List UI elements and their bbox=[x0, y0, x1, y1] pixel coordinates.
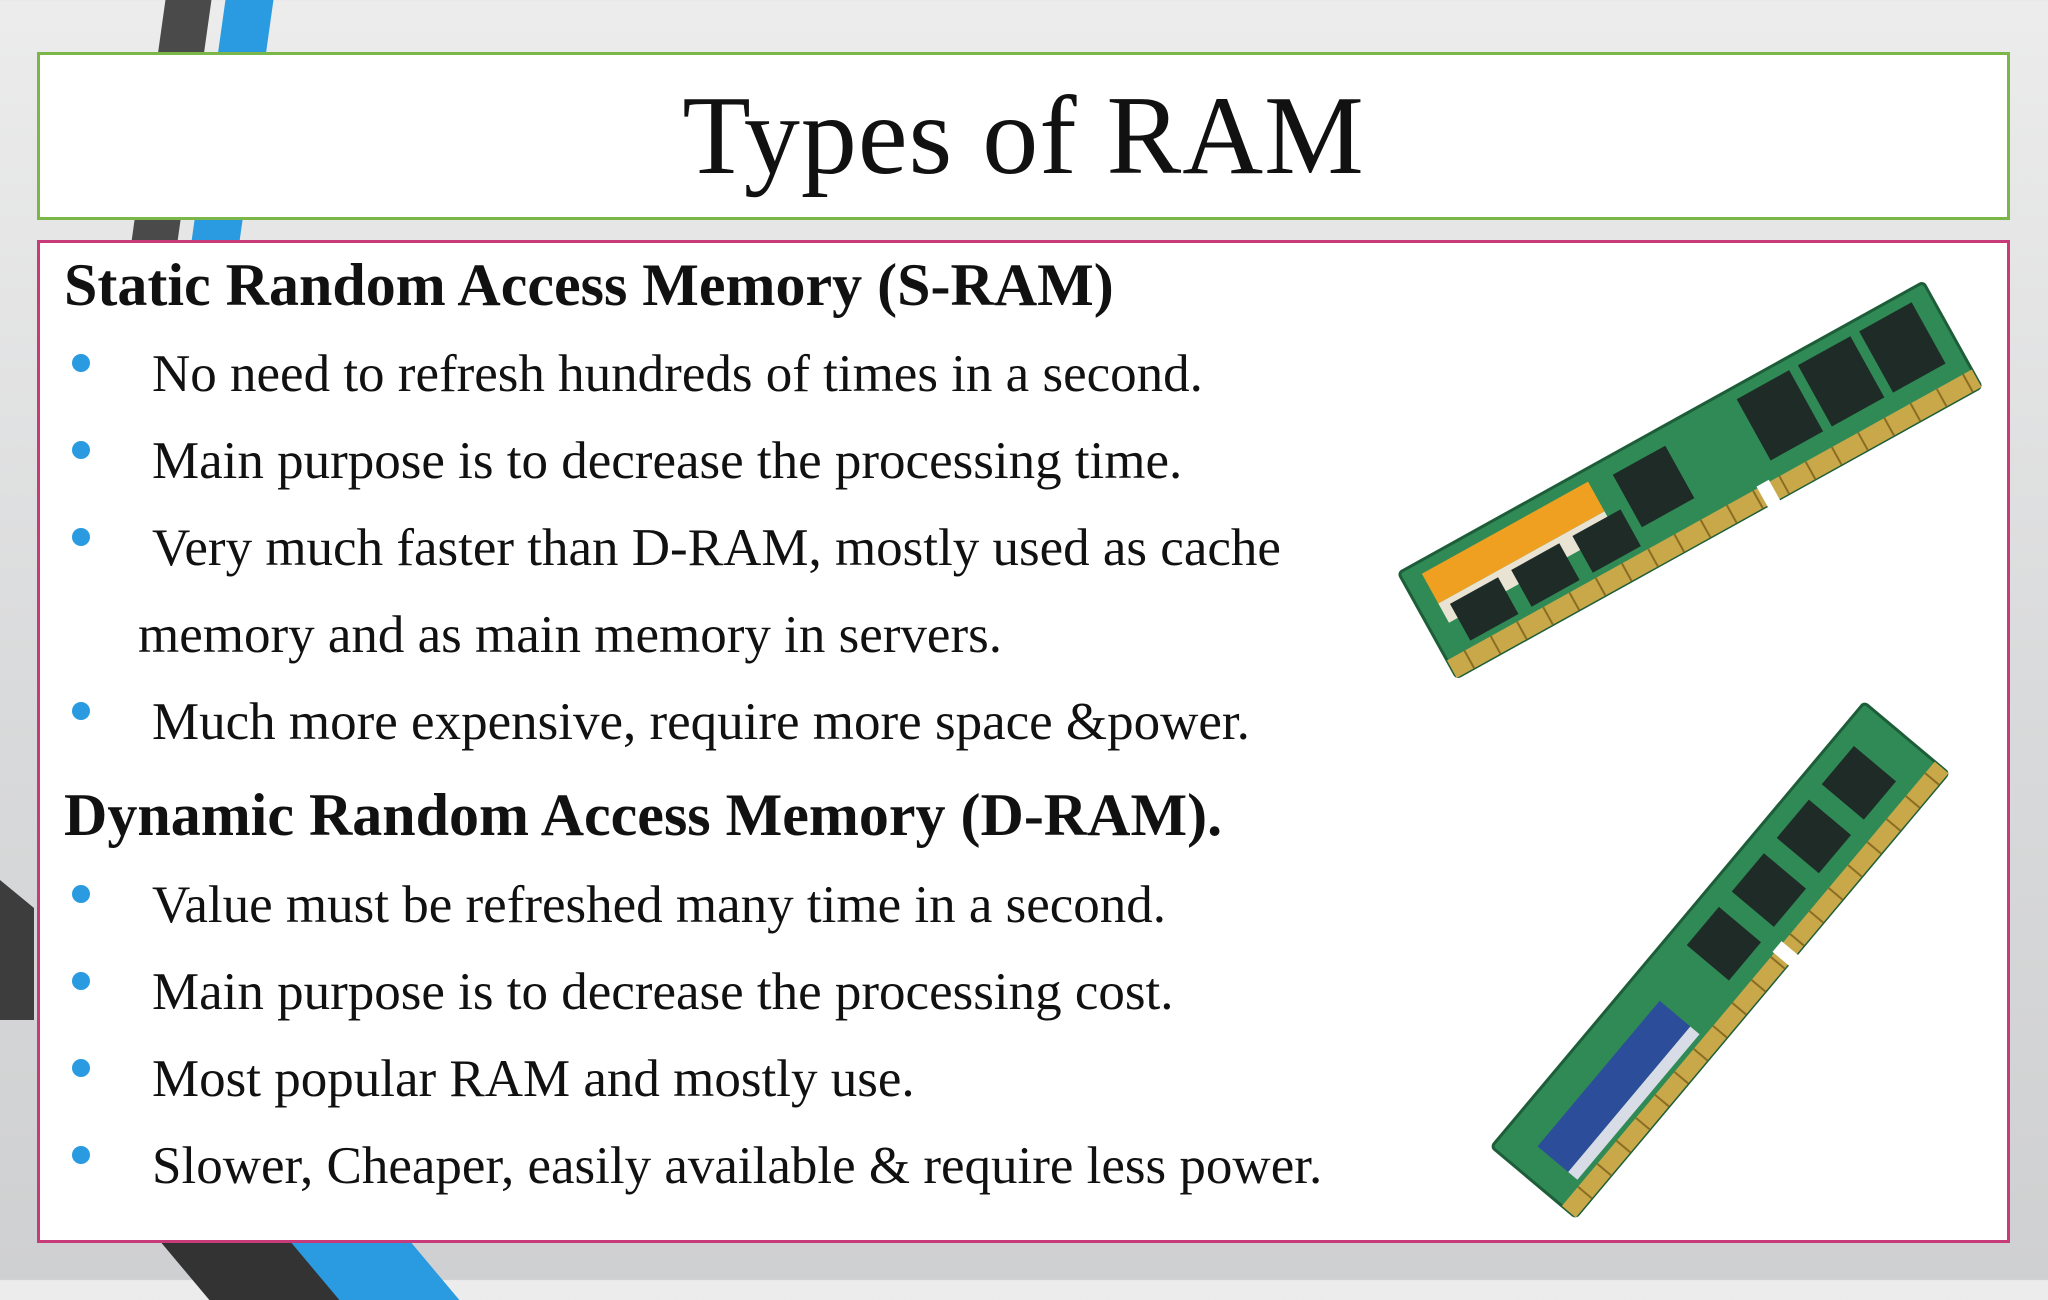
sram-module-image bbox=[1398, 282, 1982, 678]
bullet-icon bbox=[72, 441, 90, 459]
slide-title: Types of RAM bbox=[682, 74, 1365, 198]
sram-bullet-1: No need to refresh hundreds of times in … bbox=[152, 345, 1203, 403]
bullet-icon bbox=[72, 972, 90, 990]
dram-heading: Dynamic Random Access Memory (D-RAM). bbox=[64, 782, 1223, 848]
dram-module-image bbox=[1491, 702, 1949, 1218]
bullet-icon bbox=[72, 354, 90, 372]
dram-bullet-4: Slower, Cheaper, easily available & requ… bbox=[152, 1137, 1323, 1195]
bullet-icon bbox=[72, 1059, 90, 1077]
title-box: Types of RAM bbox=[37, 52, 2010, 220]
bullet-icon bbox=[72, 1146, 90, 1164]
sram-bullet-4: Much more expensive, require more space … bbox=[152, 693, 1250, 751]
content-box: Static Random Access Memory (S-RAM) No n… bbox=[37, 240, 2010, 1243]
sram-bullet-2: Main purpose is to decrease the processi… bbox=[152, 432, 1183, 490]
sram-bullet-3: Very much faster than D-RAM, mostly used… bbox=[152, 519, 1281, 577]
bullet-icon bbox=[72, 885, 90, 903]
dram-bullet-3: Most popular RAM and mostly use. bbox=[152, 1050, 915, 1108]
dram-bullet-1: Value must be refreshed many time in a s… bbox=[152, 876, 1167, 934]
dram-bullet-2: Main purpose is to decrease the processi… bbox=[152, 963, 1174, 1021]
decor-left-wedge bbox=[0, 880, 34, 1020]
sram-bullet-3-continuation: memory and as main memory in servers. bbox=[138, 606, 1002, 664]
sram-heading: Static Random Access Memory (S-RAM) bbox=[64, 252, 1114, 318]
bullet-icon bbox=[72, 528, 90, 546]
bullet-icon bbox=[72, 702, 90, 720]
